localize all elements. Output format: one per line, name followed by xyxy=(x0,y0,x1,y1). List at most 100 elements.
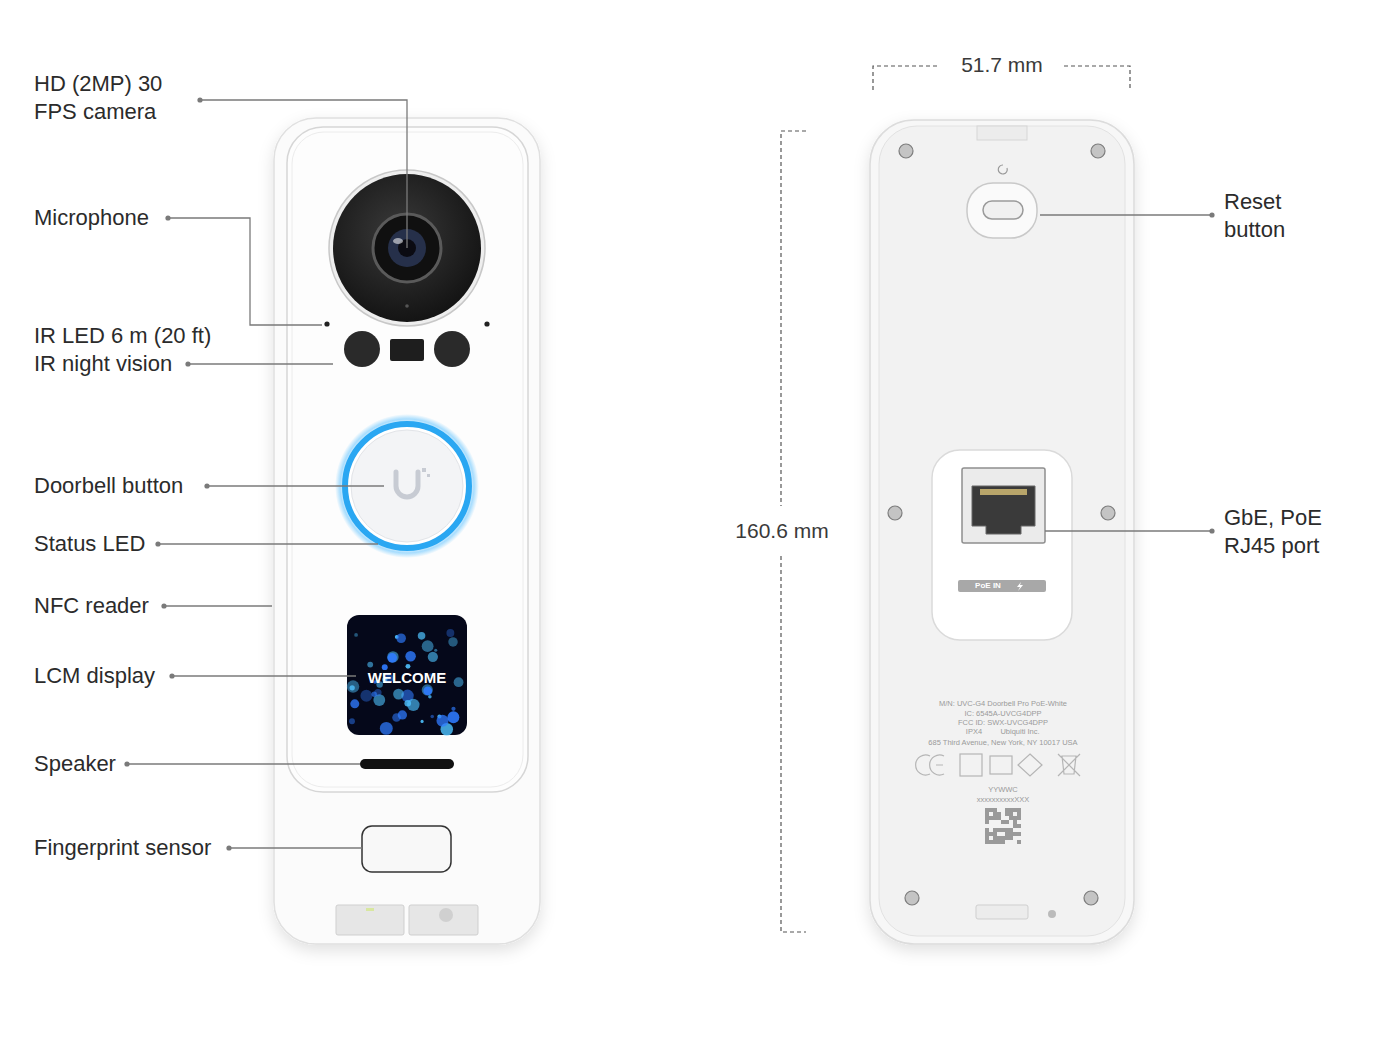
sensor-dot xyxy=(405,304,409,308)
leader-dot xyxy=(197,97,202,102)
reset-button-surround xyxy=(967,183,1037,238)
leader-line xyxy=(164,605,272,606)
leader-line xyxy=(1045,530,1212,531)
bokeh-dot xyxy=(422,640,434,652)
qr-module xyxy=(993,832,997,836)
ui-logo-dot xyxy=(427,474,430,477)
ui-logo xyxy=(396,472,418,497)
qr-module xyxy=(993,816,997,820)
ce-mark xyxy=(916,755,944,775)
callout-label: Fingerprint sensor xyxy=(34,835,211,861)
bokeh-dot xyxy=(393,689,404,700)
weee-mark xyxy=(1058,754,1080,776)
bokeh-dot xyxy=(406,664,411,669)
display-bokeh xyxy=(347,629,464,735)
bokeh-dot xyxy=(349,718,355,724)
port-marking: PoE IN xyxy=(975,581,1001,591)
bokeh-dot xyxy=(430,715,434,719)
ui-logo-dot xyxy=(422,468,426,472)
rcm-mark xyxy=(1018,754,1042,776)
qr-module xyxy=(993,836,997,840)
rj45-socket xyxy=(962,468,1045,543)
leader-dot xyxy=(169,673,174,678)
leader-line xyxy=(229,847,362,848)
qr-module xyxy=(997,816,1001,820)
leader-line xyxy=(158,543,378,544)
qr-module xyxy=(1013,820,1017,824)
bottom-module xyxy=(336,905,404,935)
qr-module xyxy=(993,840,997,844)
callout-label: Reset button xyxy=(1224,188,1319,244)
qr-module xyxy=(1017,812,1021,816)
eac-mark xyxy=(990,756,1012,774)
regulatory-text: 685 Third Avenue, New York, NY 10017 USA xyxy=(928,738,1077,747)
bokeh-dot xyxy=(420,720,423,723)
screw xyxy=(1084,891,1098,905)
qr-module xyxy=(989,816,993,820)
regulatory-text: xxxxxxxxxxXXX xyxy=(977,795,1030,804)
leader-line xyxy=(172,675,356,676)
bottom-lens xyxy=(439,908,453,922)
bokeh-dot xyxy=(454,677,464,687)
leader-line xyxy=(200,100,407,248)
qr-module xyxy=(989,808,993,812)
bokeh-dot xyxy=(347,680,359,692)
callout-label: LCM display xyxy=(34,663,155,689)
regulatory-text: IPX4 xyxy=(966,727,982,736)
qr-module xyxy=(1017,832,1021,836)
width-bracket xyxy=(873,66,940,90)
bokeh-dot xyxy=(428,695,432,699)
qr-module xyxy=(1013,808,1017,812)
qr-module xyxy=(1013,824,1017,828)
ir-led xyxy=(344,331,380,367)
rj45-opening xyxy=(972,486,1035,534)
qr-module xyxy=(1009,808,1013,812)
qr-module xyxy=(1017,824,1021,828)
leader-line xyxy=(1040,214,1212,215)
ir-sensor xyxy=(390,339,424,361)
rj45-pins xyxy=(980,489,1027,495)
screw xyxy=(899,144,913,158)
screw xyxy=(1101,506,1115,520)
height-bracket xyxy=(781,556,806,932)
dimension-label: 51.7 mm xyxy=(961,52,1043,77)
qr-module xyxy=(997,840,1001,844)
qr-module xyxy=(1001,836,1005,840)
leader-dot xyxy=(124,761,129,766)
callout-label: Status LED xyxy=(34,531,145,557)
bokeh-dot xyxy=(448,637,457,646)
qr-module xyxy=(1009,828,1013,832)
regulatory-text: IC: 6545A-UVCG4DPP xyxy=(964,709,1041,718)
leader-lines xyxy=(127,100,1212,848)
screw xyxy=(1091,144,1105,158)
qr-module xyxy=(1001,820,1005,824)
qr-module xyxy=(1005,812,1009,816)
bokeh-dot xyxy=(372,692,377,697)
bokeh-dot xyxy=(422,684,433,695)
callout-label: HD (2MP) 30 FPS camera xyxy=(34,70,194,126)
back-view xyxy=(870,120,1134,944)
qr-module xyxy=(997,828,1001,832)
bokeh-dot xyxy=(436,715,448,727)
bokeh-dot xyxy=(447,711,459,723)
bokeh-dot xyxy=(360,690,372,702)
fingerprint-sensor xyxy=(362,826,451,872)
back-housing xyxy=(870,120,1134,944)
qr-module xyxy=(1001,840,1005,844)
qr-module xyxy=(1005,836,1009,840)
bokeh-dot xyxy=(367,662,373,668)
qr-module xyxy=(993,812,997,816)
callout-label: IR LED 6 m (20 ft) IR night vision xyxy=(34,322,214,378)
qr-module xyxy=(1017,808,1021,812)
qr-module xyxy=(1017,816,1021,820)
dimension-label: 160.6 mm xyxy=(735,518,828,543)
drain-hole xyxy=(1048,910,1056,918)
qr-module xyxy=(993,828,997,832)
leader-dot xyxy=(161,603,166,608)
bokeh-dot xyxy=(404,700,411,707)
qr-module xyxy=(985,812,989,816)
callout-label: Microphone xyxy=(34,205,149,231)
reset-icon xyxy=(998,165,1007,174)
screws xyxy=(888,144,1115,905)
bokeh-dot xyxy=(434,649,437,652)
